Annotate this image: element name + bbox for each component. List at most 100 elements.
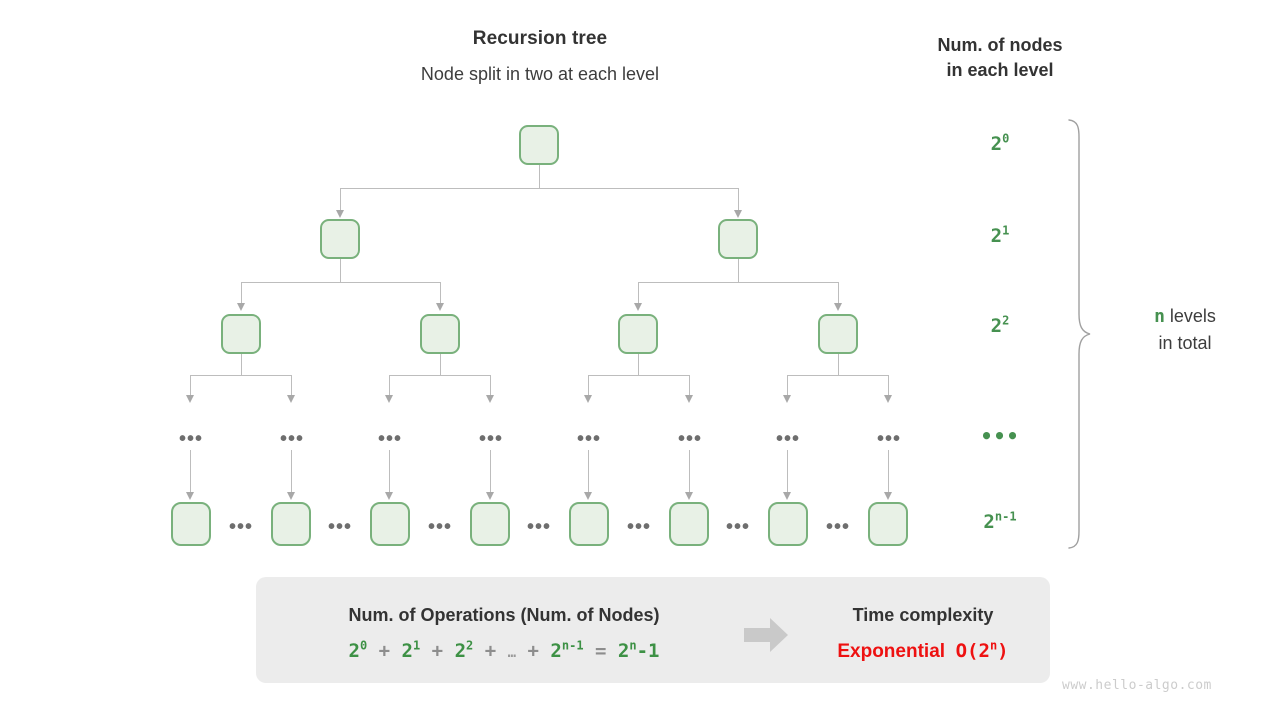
tree-node-l2-4[interactable]	[818, 314, 858, 354]
ellipsis-branch-2: •••	[280, 428, 305, 450]
complexity-bigo: O(2n)	[956, 640, 1009, 662]
ellipsis-branch-1: •••	[179, 428, 204, 450]
arrowhead-leaf-5	[583, 492, 592, 500]
formula-term-0: 2	[348, 640, 360, 662]
arrowhead-level1-left	[335, 210, 344, 218]
complexity-bigo-suffix: )	[997, 640, 1009, 662]
tree-node-l2-1[interactable]	[221, 314, 261, 354]
arrowhead-level1-right	[733, 210, 742, 218]
connector-l3d-drop-right	[888, 375, 889, 397]
tree-node-l2-3[interactable]	[618, 314, 658, 354]
arrowhead-level3-3	[384, 395, 393, 403]
arrowhead-level3-2	[286, 395, 295, 403]
level-count-base-1: 2	[990, 225, 1003, 247]
tree-node-leaf-1[interactable]	[171, 502, 211, 546]
connector-root-stem	[539, 165, 540, 188]
levels-brace	[1066, 118, 1094, 555]
formula-plus-4: +	[527, 640, 539, 662]
connector-l2b-drop-left	[638, 282, 639, 305]
formula-term-3: 2	[550, 640, 562, 662]
level-count-base-2: 2	[990, 315, 1003, 337]
tree-node-leaf-2[interactable]	[271, 502, 311, 546]
tree-node-l1-1[interactable]	[320, 219, 360, 259]
arrowhead-leaf-1	[185, 492, 194, 500]
ellipsis-branch-3: •••	[378, 428, 403, 450]
page-subtitle: Node split in two at each level	[420, 64, 660, 84]
connector-l2b2-stem	[838, 354, 839, 375]
level-count-label-2: 22	[955, 315, 1045, 337]
connector-l1b-stem	[738, 259, 739, 282]
tree-node-l1-2[interactable]	[718, 219, 758, 259]
connector-l2a-drop-right	[440, 282, 441, 305]
formula-plus-2: +	[431, 640, 444, 662]
level-count-exp-2: 2	[1002, 313, 1010, 328]
formula-result-base: 2	[617, 640, 630, 662]
arrowhead-leaf-2	[286, 492, 295, 500]
ellipsis-branch-8: •••	[877, 428, 902, 450]
connector-leaf-stem-8	[888, 450, 889, 494]
connector-l3c-bar	[588, 375, 689, 376]
level-count-label-0: 20	[955, 133, 1045, 155]
levels-total-caption: n levels in total	[1105, 303, 1265, 356]
ellipsis-branch-5: •••	[577, 428, 602, 450]
connector-leaf-stem-1	[190, 450, 191, 494]
connector-leaf-stem-2	[291, 450, 292, 494]
formula-exp-0: 0	[359, 638, 368, 653]
tree-node-leaf-4[interactable]	[470, 502, 510, 546]
arrowhead-leaf-6	[684, 492, 693, 500]
tree-node-leaf-7[interactable]	[768, 502, 808, 546]
levels-total-line2: in total	[1158, 333, 1212, 353]
level-count-label-last: 2n-1	[955, 511, 1045, 533]
arrowhead-level3-6	[684, 395, 693, 403]
connector-level1-drop-left	[340, 188, 341, 212]
ellipsis-leafgap-5: •••	[627, 516, 652, 538]
connector-l3c-drop-left	[588, 375, 589, 397]
tree-node-leaf-8[interactable]	[868, 502, 908, 546]
arrowhead-level3-7	[782, 395, 791, 403]
level-count-exp-1: 1	[1002, 223, 1010, 238]
arrowhead-level3-5	[583, 395, 592, 403]
connector-leaf-stem-4	[490, 450, 491, 494]
formula-exp-2: 2	[466, 638, 474, 653]
tree-node-leaf-6[interactable]	[669, 502, 709, 546]
tree-node-leaf-5[interactable]	[569, 502, 609, 546]
ellipsis-branch-4: •••	[479, 428, 504, 450]
summary-panel	[256, 577, 1050, 683]
arrowhead-level2-1	[236, 303, 245, 311]
connector-l3b-drop-right	[490, 375, 491, 397]
connector-l2a-drop-left	[241, 282, 242, 305]
arrowhead-leaf-3	[384, 492, 393, 500]
level-count-base-last: 2	[983, 511, 995, 533]
connector-leaf-stem-5	[588, 450, 589, 494]
connector-l3a-bar	[190, 375, 291, 376]
formula-term-1: 2	[401, 640, 413, 662]
formula-exp-3: n-1	[561, 638, 584, 653]
connector-level1-drop-right	[738, 188, 739, 212]
arrowhead-leaf-7	[782, 492, 791, 500]
node-count-column-title: Num. of nodes in each level	[880, 33, 1120, 83]
tree-node-root[interactable]	[519, 125, 559, 165]
levels-total-word: levels	[1164, 306, 1216, 326]
complexity-bigo-exp: n	[989, 638, 998, 653]
ellipsis-leafgap-7: •••	[826, 516, 851, 538]
formula-equals: =	[595, 640, 607, 662]
time-complexity-title: Time complexity	[852, 605, 994, 625]
ellipsis-leafgap-2: •••	[328, 516, 353, 538]
ellipsis-branch-7: •••	[776, 428, 801, 450]
tree-node-l2-2[interactable]	[420, 314, 460, 354]
connector-l3b-bar	[389, 375, 490, 376]
levels-variable-n: n	[1154, 306, 1165, 327]
tree-node-leaf-3[interactable]	[370, 502, 410, 546]
connector-l2a1-stem	[241, 354, 242, 375]
formula-plus-3: +	[484, 640, 497, 662]
formula-exp-1: 1	[412, 638, 421, 653]
formula-ellipsis: …	[507, 645, 517, 661]
formula-plus-1: +	[378, 640, 391, 662]
connector-l2a-bar	[241, 282, 440, 283]
connector-l3a-drop-left	[190, 375, 191, 397]
connector-l2b-bar	[638, 282, 838, 283]
ellipsis-branch-6: •••	[678, 428, 703, 450]
node-count-title-line2: in each level	[946, 60, 1054, 80]
ellipsis-leafgap-1: •••	[229, 516, 254, 538]
